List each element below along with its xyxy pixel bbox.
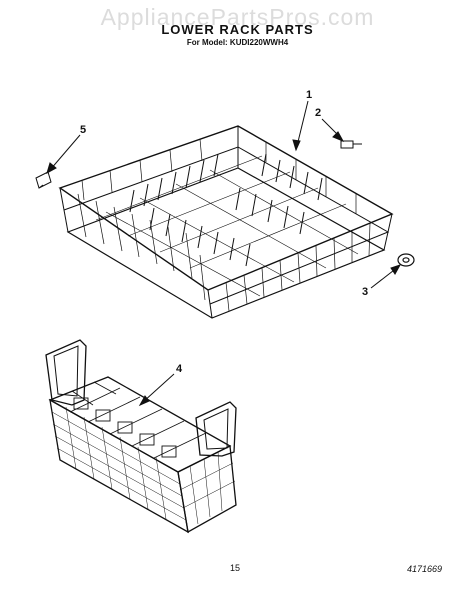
leader-lines — [46, 100, 402, 407]
model-line: For Model: KUDI220WWH4 — [186, 38, 289, 47]
page-title: LOWER RACK PARTS — [161, 22, 314, 37]
lower-rack-illustration — [35, 125, 415, 319]
document-number: 4171669 — [407, 564, 443, 574]
page-number: 15 — [230, 563, 241, 573]
callout-1: 1 — [306, 89, 313, 101]
rack-clip-upper — [340, 140, 362, 149]
callout-4: 4 — [176, 363, 183, 375]
silverware-basket-illustration — [45, 339, 237, 534]
callout-5: 5 — [80, 124, 87, 136]
callout-3: 3 — [362, 286, 369, 298]
watermark: AppliancePartsPros.com — [100, 4, 375, 30]
callout-2: 2 — [315, 107, 322, 119]
loose-clip — [35, 171, 52, 189]
rack-wheel — [397, 253, 415, 267]
